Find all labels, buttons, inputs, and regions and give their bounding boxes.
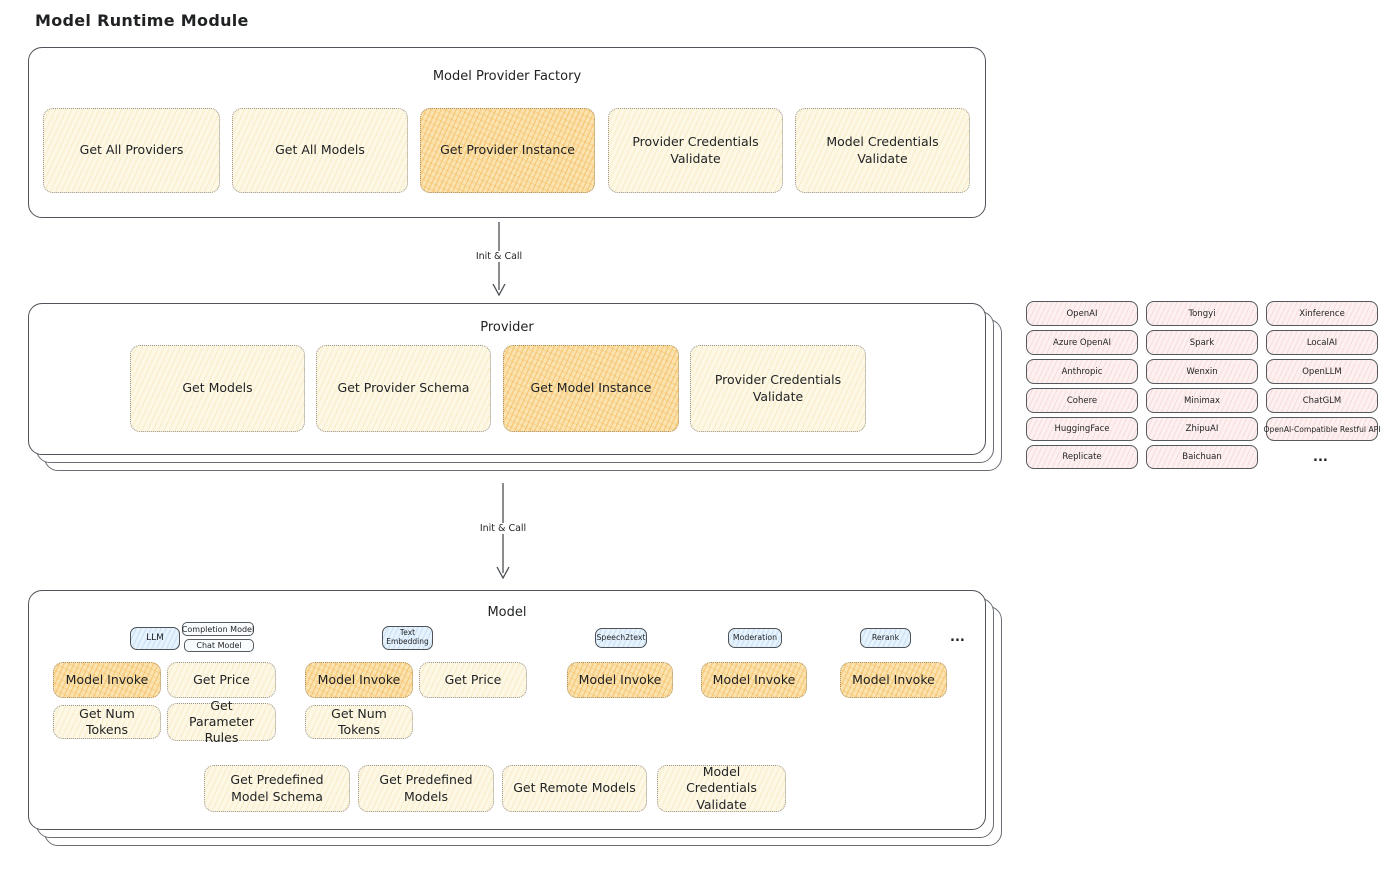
provider-item-cohere: Cohere bbox=[1026, 388, 1138, 413]
provider-item-replicate: Replicate bbox=[1026, 445, 1138, 469]
model-type-tag-text-embedding: Text Embedding bbox=[382, 626, 433, 650]
provider-item-minimax: Minimax bbox=[1146, 388, 1258, 413]
model-box-get-predefined-model-schema: Get Predefined Model Schema bbox=[204, 765, 350, 812]
llm-model-invoke-box: Model Invoke bbox=[53, 662, 161, 698]
provider-box-get-models: Get Models bbox=[130, 345, 305, 432]
factory-box-model-credentials-validate: Model Credentials Validate bbox=[795, 108, 970, 193]
model-type-tag-speech2text: Speech2text bbox=[595, 628, 647, 648]
provider-item-tongyi: Tongyi bbox=[1146, 301, 1258, 326]
init-call-label-2: Init & Call bbox=[473, 523, 533, 534]
provider-item-wenxin: Wenxin bbox=[1146, 359, 1258, 384]
provider-item-openai: OpenAI bbox=[1026, 301, 1138, 326]
provider-item-huggingface: HuggingFace bbox=[1026, 417, 1138, 441]
speech2text-model-invoke-box: Model Invoke bbox=[567, 662, 673, 698]
model-type-tag-chat-model: Chat Model bbox=[184, 639, 254, 652]
text-embedding-model-invoke-box: Model Invoke bbox=[305, 662, 413, 698]
llm-get-price-box: Get Price bbox=[167, 662, 276, 698]
model-type-ellipsis: ... bbox=[950, 630, 965, 645]
diagram-title: Model Runtime Module bbox=[35, 11, 249, 30]
provider-item-openllm: OpenLLM bbox=[1266, 359, 1378, 384]
factory-box-get-provider-instance: Get Provider Instance bbox=[420, 108, 595, 193]
factory-box-get-all-models: Get All Models bbox=[232, 108, 408, 193]
provider-box-provider-credentials-validate: Provider Credentials Validate bbox=[690, 345, 866, 432]
factory-box-provider-credentials-validate: Provider Credentials Validate bbox=[608, 108, 783, 193]
provider-item-zhipuai: ZhipuAI bbox=[1146, 417, 1258, 441]
provider-item-anthropic: Anthropic bbox=[1026, 359, 1138, 384]
provider-item-localai: LocalAI bbox=[1266, 330, 1378, 355]
model-type-tag-completion-model: Completion Model bbox=[182, 622, 254, 636]
factory-box-get-all-providers: Get All Providers bbox=[43, 108, 220, 193]
provider-item-baichuan: Baichuan bbox=[1146, 445, 1258, 469]
model-box-get-predefined-models: Get Predefined Models bbox=[358, 765, 494, 812]
provider-box-get-model-instance: Get Model Instance bbox=[503, 345, 679, 432]
provider-item-xinference: Xinference bbox=[1266, 301, 1378, 326]
model-type-tag-rerank: Rerank bbox=[860, 628, 911, 648]
factory-title: Model Provider Factory bbox=[432, 69, 582, 84]
text-embedding-get-num-tokens-box: Get Num Tokens bbox=[305, 705, 413, 739]
model-title: Model bbox=[487, 605, 527, 620]
provider-item-spark: Spark bbox=[1146, 330, 1258, 355]
model-box-get-remote-models: Get Remote Models bbox=[502, 765, 647, 812]
provider-item-chatglm: ChatGLM bbox=[1266, 388, 1378, 413]
provider-item-openai-compatible-restful-api: OpenAI-Compatible Restful API bbox=[1264, 417, 1380, 441]
rerank-model-invoke-box: Model Invoke bbox=[840, 662, 947, 698]
llm-get-num-tokens-box: Get Num Tokens bbox=[53, 705, 161, 739]
moderation-model-invoke-box: Model Invoke bbox=[701, 662, 807, 698]
provider-title: Provider bbox=[480, 320, 534, 335]
model-type-tag-llm: LLM bbox=[130, 627, 180, 650]
model-box-model-credentials-validate: Model Credentials Validate bbox=[657, 764, 786, 812]
init-call-label-1: Init & Call bbox=[469, 251, 529, 262]
provider-list-ellipsis: ... bbox=[1313, 450, 1328, 465]
provider-item-azure-openai: Azure OpenAI bbox=[1026, 330, 1138, 355]
model-type-tag-moderation: Moderation bbox=[728, 628, 782, 648]
text-embedding-get-price-box: Get Price bbox=[419, 662, 527, 698]
llm-get-parameter-rules-box: Get Parameter Rules bbox=[167, 698, 276, 745]
provider-box-get-provider-schema: Get Provider Schema bbox=[316, 345, 491, 432]
